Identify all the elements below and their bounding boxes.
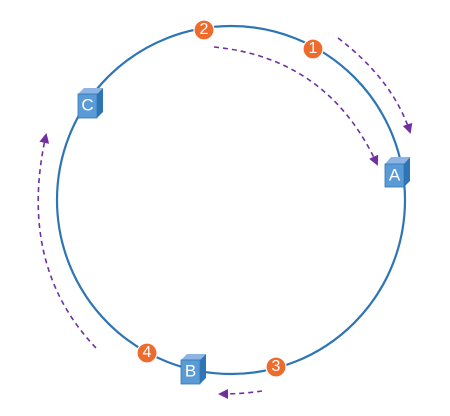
- node-a-label: A: [389, 165, 401, 184]
- marker-3-circle: [265, 356, 287, 378]
- marker-2-circle: [193, 19, 215, 41]
- hash-ring: [55, 24, 407, 376]
- node-c-front: [77, 93, 98, 119]
- arrow-to-b-bottom: [218, 388, 263, 399]
- marker-1-label: 1: [309, 40, 318, 57]
- marker-4: 4: [136, 342, 158, 364]
- marker-4-label: 4: [143, 344, 152, 361]
- node-c-label: C: [81, 95, 93, 114]
- marker-2-label: 2: [200, 21, 209, 38]
- marker-2: 2: [193, 19, 215, 41]
- arrow-to-c-left: [37, 133, 97, 349]
- node-a-top: [385, 157, 410, 164]
- node-b-label: B: [185, 361, 196, 380]
- node-a: A: [384, 157, 410, 188]
- node-b-front: [180, 359, 201, 385]
- node-c-side: [97, 88, 103, 118]
- node-c-top: [78, 88, 103, 94]
- marker-1: 1: [302, 38, 324, 60]
- node-c: C: [77, 88, 103, 119]
- arrow-to-a-inner: [213, 46, 379, 166]
- marker-3: 3: [265, 356, 287, 378]
- node-a-front: [384, 163, 405, 188]
- node-b: B: [180, 354, 206, 385]
- node-a-side: [404, 157, 410, 187]
- marker-3-label: 3: [272, 358, 281, 375]
- node-b-top: [181, 354, 206, 360]
- marker-4-circle: [136, 342, 158, 364]
- node-b-side: [200, 354, 206, 384]
- marker-1-circle: [302, 38, 324, 60]
- arrow-to-a-outer: [337, 37, 413, 134]
